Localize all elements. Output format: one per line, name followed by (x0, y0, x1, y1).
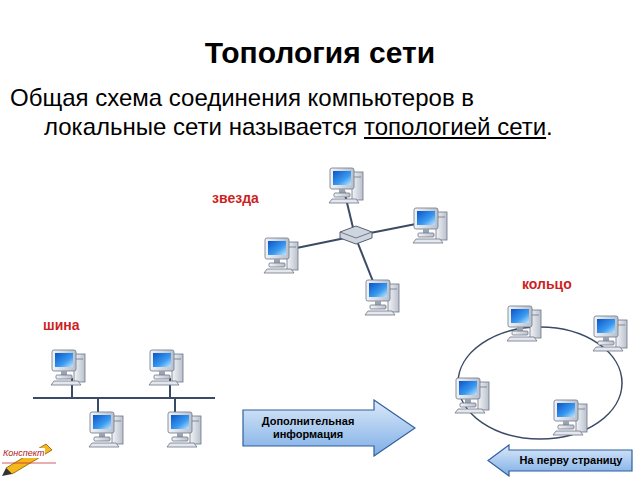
computer-icon (553, 400, 587, 435)
computer-icon (149, 350, 183, 385)
computer-icon (507, 306, 541, 341)
next-arrow-button: Дополнительная информация (242, 399, 416, 457)
computer-icon (264, 238, 298, 273)
topology-label: звезда (212, 190, 259, 206)
hub-icon (340, 226, 372, 244)
konspekt-label: Конспект (3, 448, 45, 458)
computer-icon (167, 412, 201, 447)
computer-icon (89, 412, 123, 447)
button-text: Дополнительная информация (242, 410, 374, 446)
computer-icon (413, 208, 447, 243)
button-text: На перву страницу (509, 450, 633, 471)
paragraph-text: . (546, 113, 553, 140)
home-arrow-button: На перву страницу (487, 444, 633, 477)
topology-label: шина (43, 317, 80, 333)
slide-title: Топология сети (0, 36, 640, 70)
pencil-icon (2, 444, 56, 476)
bus-cable (33, 397, 215, 399)
computer-icon (329, 168, 363, 203)
computer-icon (365, 280, 399, 315)
computer-icon (51, 350, 85, 385)
computer-icon (593, 316, 627, 351)
ring-cable (458, 327, 622, 439)
computer-icon (455, 378, 489, 413)
term: топологией сети (364, 113, 546, 140)
topology-label: кольцо (522, 276, 572, 292)
definition-paragraph: Общая схема соединения компьютеров в лок… (10, 84, 570, 142)
